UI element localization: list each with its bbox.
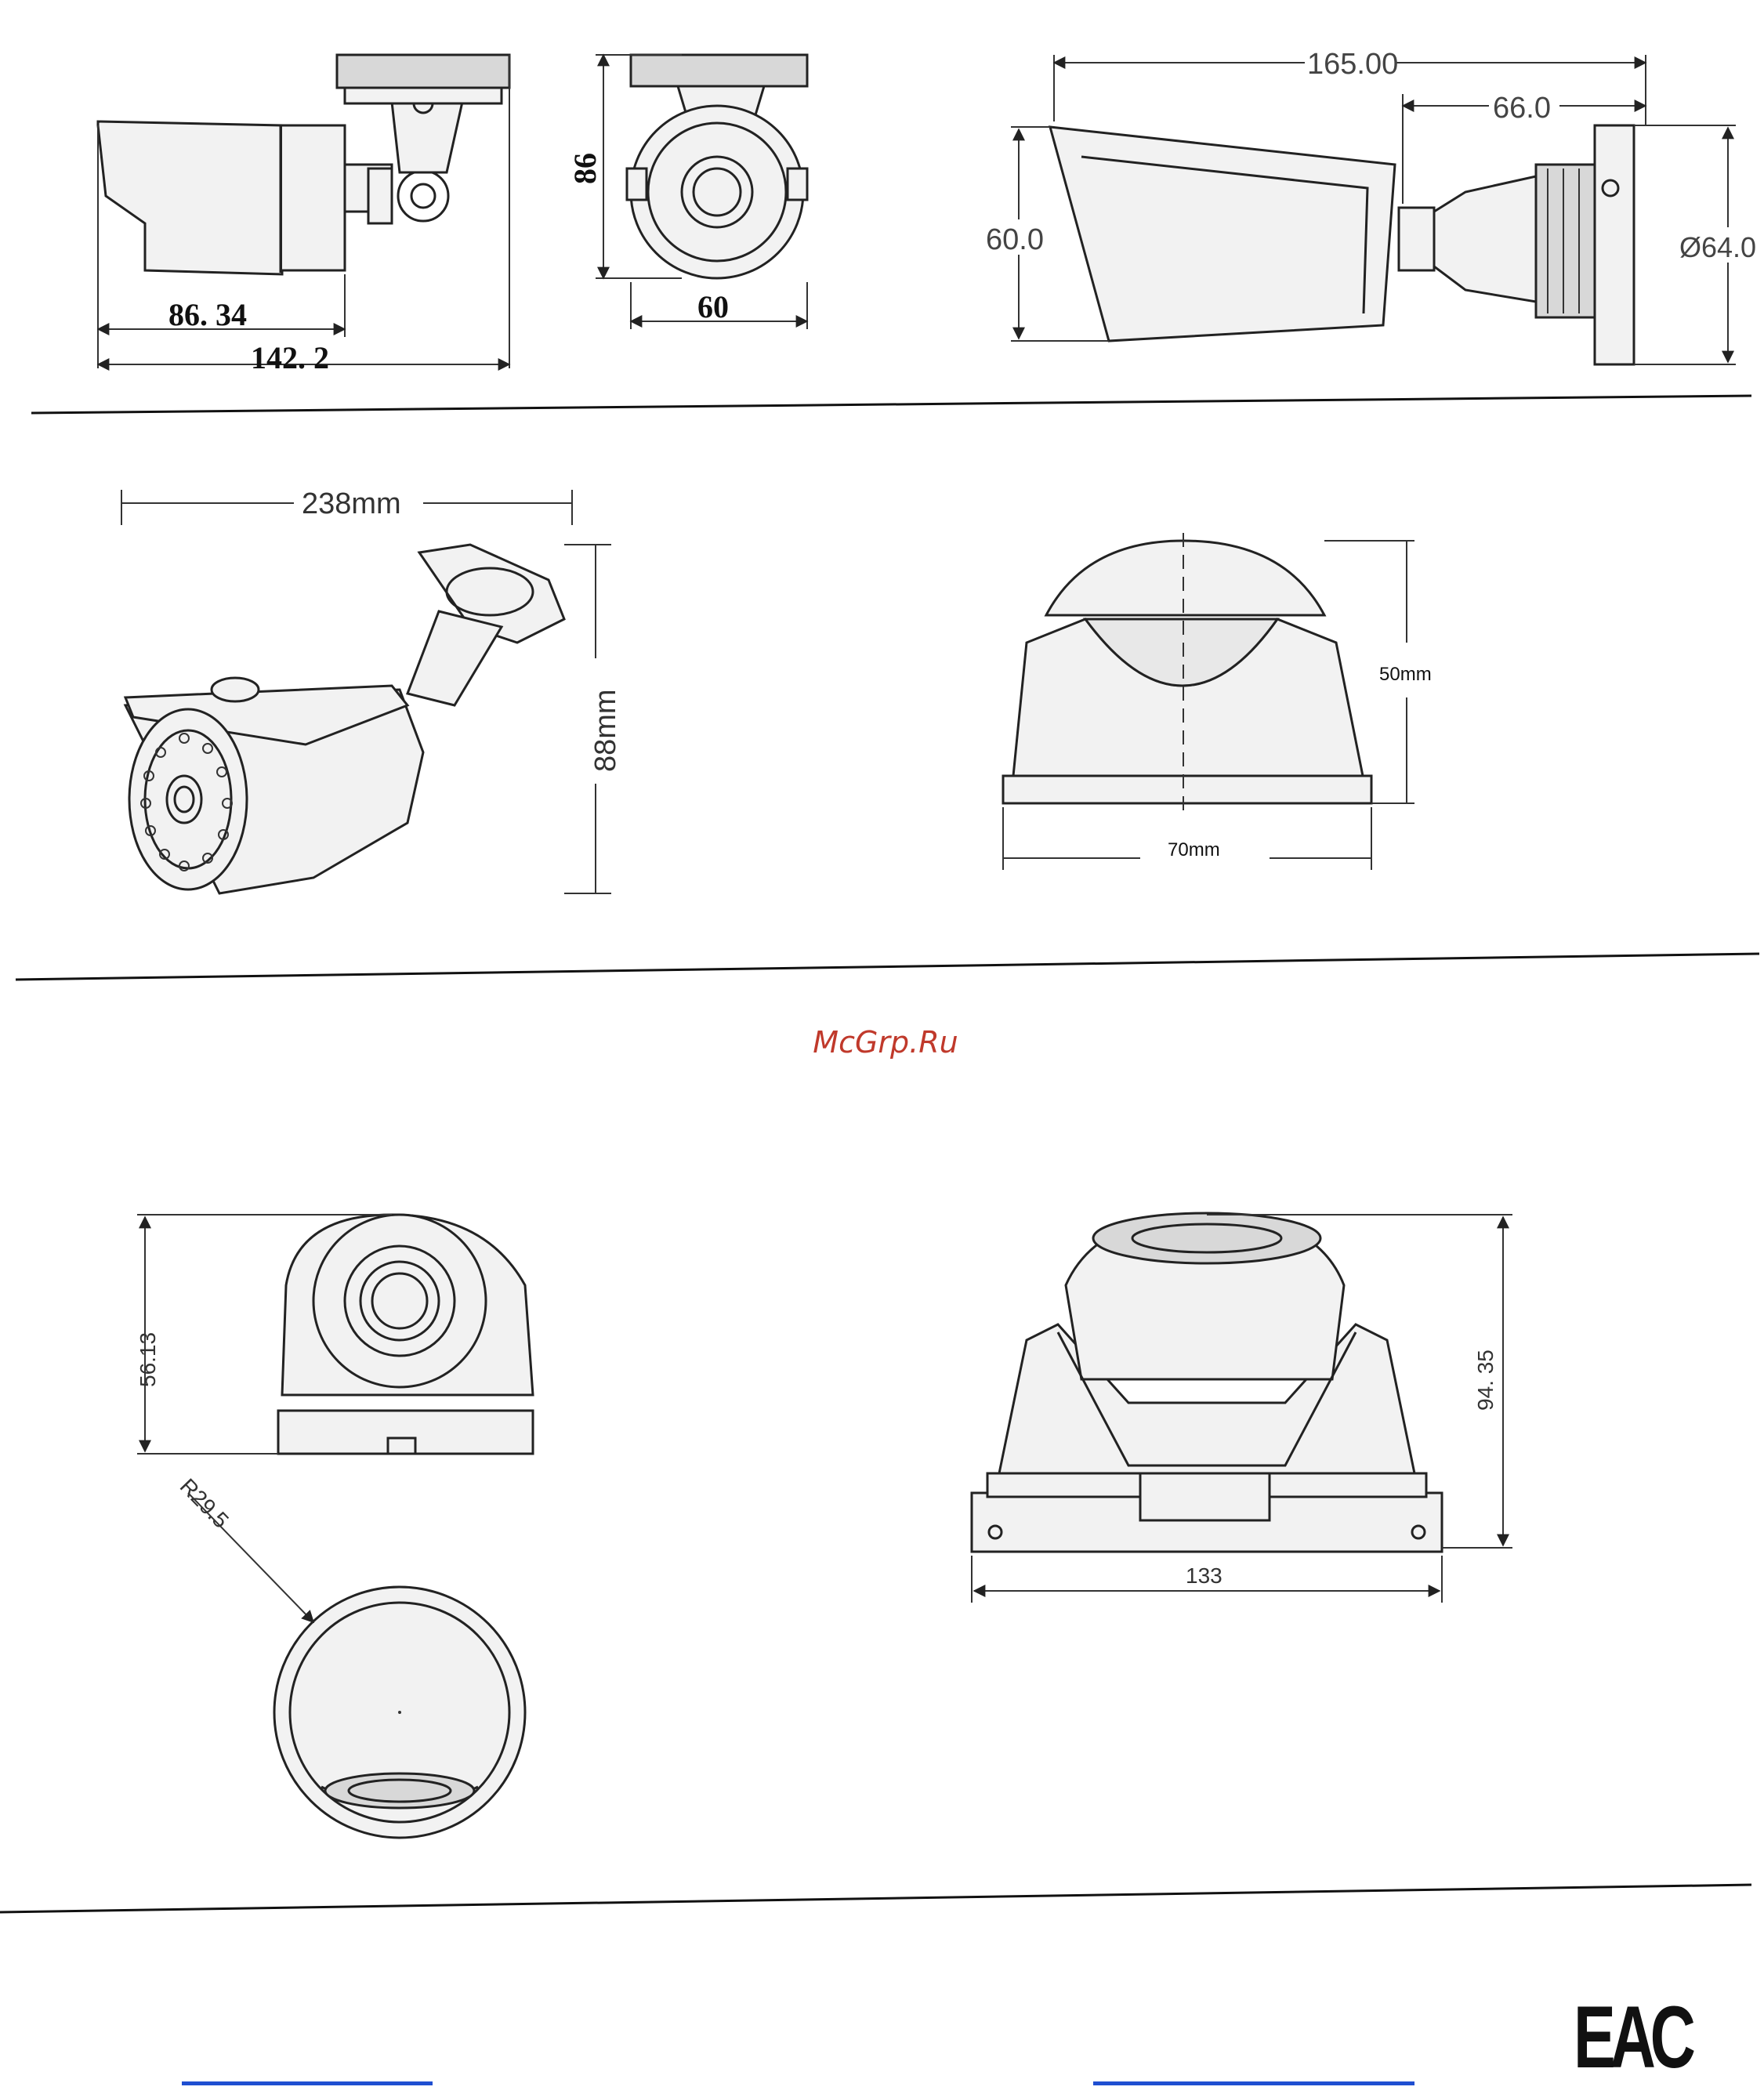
profile-base-diameter: Ø64.0 [1679, 231, 1756, 263]
dome-camera-front-view: 50mm 70mm [1003, 533, 1432, 870]
dome-3d-height: 56.13 [136, 1332, 160, 1387]
section-divider [16, 954, 1759, 980]
eac-certification-mark: EAC [1574, 1991, 1647, 2085]
bullet-camera-profile-view: 165.00 66.0 60.0 Ø64.0 [983, 45, 1759, 364]
footer-link-right[interactable] [1093, 2081, 1414, 2085]
dome-side-width: 133 [1186, 1563, 1222, 1588]
iso-height: 88mm [589, 689, 622, 772]
watermark-text: McGrp.Ru [799, 1025, 972, 1060]
side-body-length: 86. 34 [168, 297, 247, 332]
front-width: 60 [697, 289, 729, 324]
section-divider [31, 396, 1751, 413]
dome-camera-top-view: R29.5 [176, 1474, 525, 1838]
dome-top-radius: R29.5 [176, 1474, 234, 1533]
iso-width: 238mm [302, 487, 401, 520]
dome-front-height: 50mm [1379, 664, 1432, 685]
footer-link-left[interactable] [182, 2081, 433, 2085]
dome-side-height: 94. 35 [1473, 1350, 1498, 1411]
dome-camera-3d-front-view: 56.13 [136, 1215, 533, 1454]
profile-body-height: 60.0 [986, 223, 1044, 256]
dome-front-width: 70mm [1168, 839, 1220, 860]
profile-overall-length: 165.00 [1307, 48, 1398, 81]
profile-bracket-length: 66.0 [1493, 92, 1551, 125]
bullet-camera-side-view: 86. 34 142. 2 [98, 55, 509, 375]
section-divider [0, 1885, 1751, 1912]
front-height: 86 [567, 153, 603, 184]
bullet-camera-front-view: 86 60 [567, 55, 807, 329]
bullet-camera-iso-view: 238mm 88mm [121, 487, 622, 893]
dome-camera-side-view: 94. 35 133 [972, 1213, 1512, 1603]
side-total-length: 142. 2 [251, 340, 329, 375]
